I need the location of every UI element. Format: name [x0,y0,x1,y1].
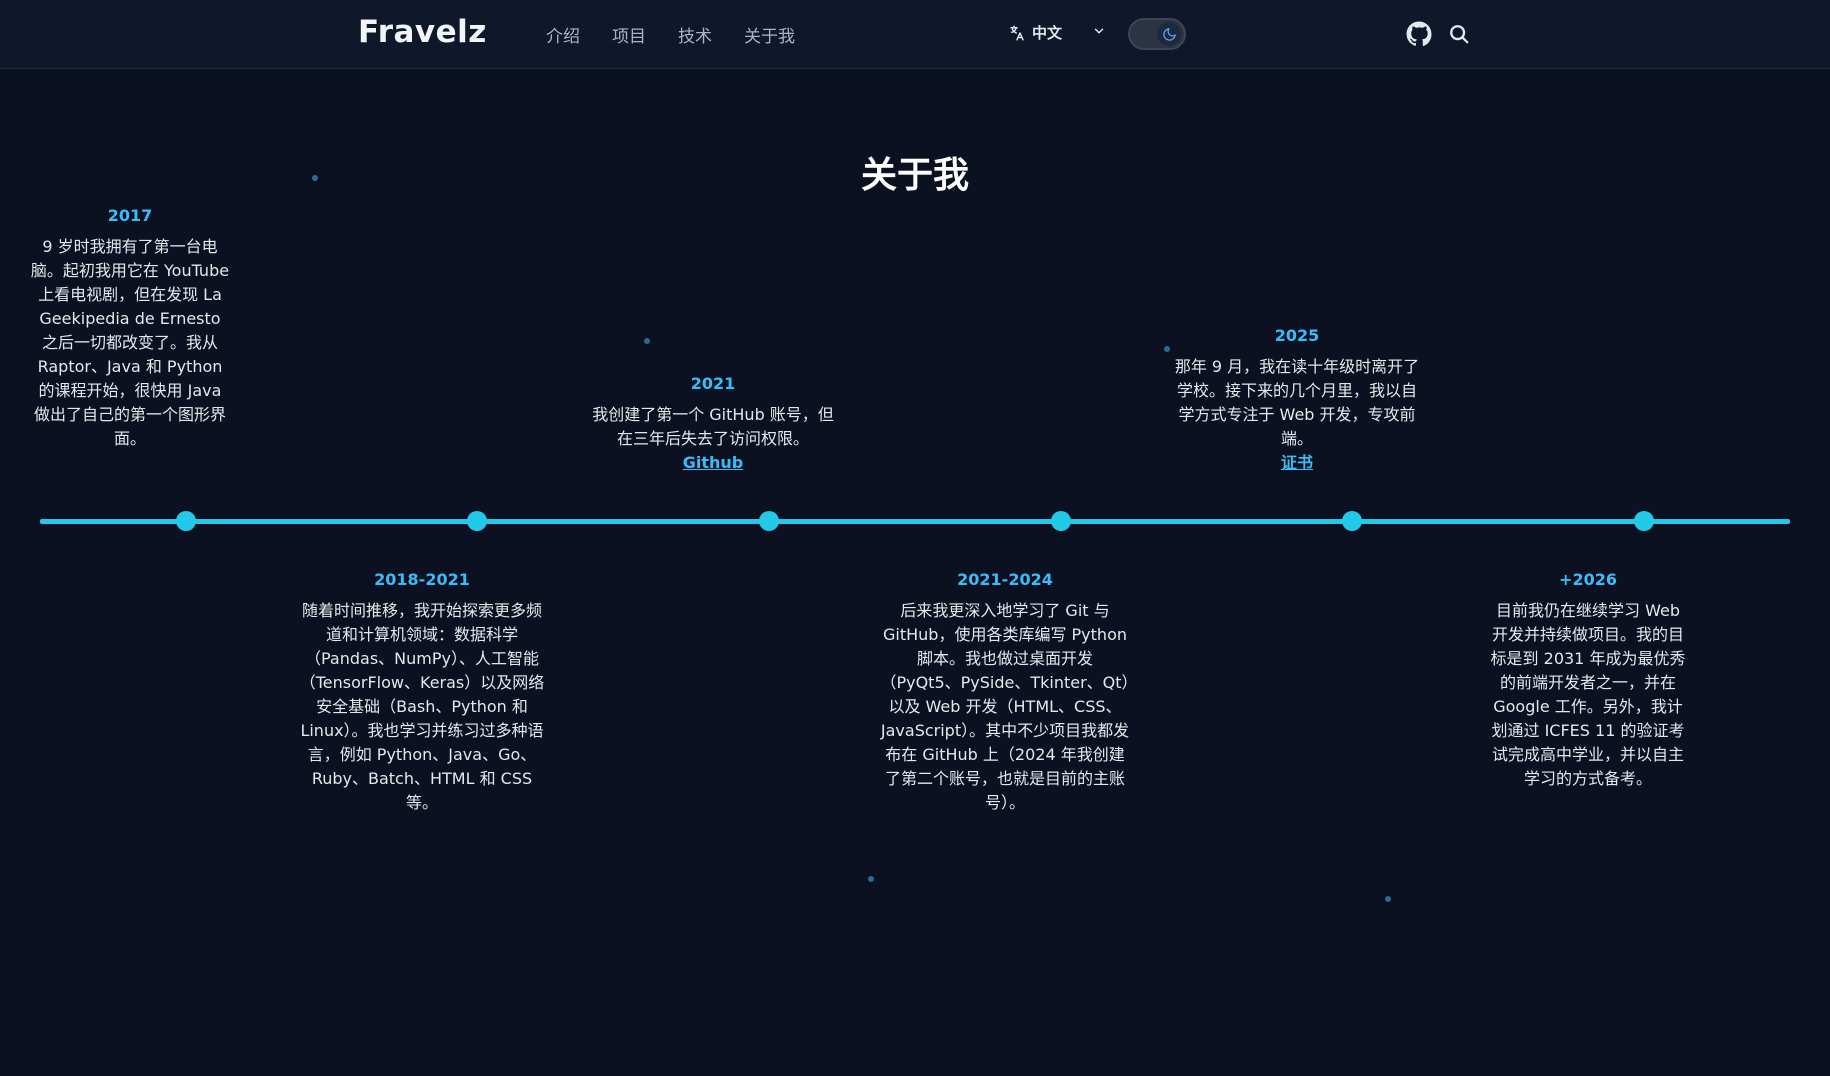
timeline-event-2021-2024: 2021-2024 后来我更深入地学习了 Git 与 GitHub，使用各类库编… [880,570,1130,815]
decorative-dot [868,876,874,882]
theme-toggle[interactable] [1128,18,1186,50]
github-icon[interactable] [1406,21,1432,47]
nav-link-about[interactable]: 关于我 [744,27,795,47]
toggle-knob [1157,22,1181,46]
event-year: 2018-2021 [374,570,470,589]
certificate-link[interactable]: 证书 [1280,453,1313,472]
event-text: 那年 9 月，我在读十年级时离开了学校。接下来的几个月里，我以自学方式专注于 W… [1174,357,1420,448]
brand-logo[interactable]: Fravelz [358,14,487,50]
timeline-node-2026[interactable] [1634,511,1654,531]
event-year: 2021-2024 [957,570,1053,589]
event-year: 2017 [107,206,153,225]
translate-icon [1010,25,1024,40]
nav-link-tech[interactable]: 技术 [678,27,712,47]
timeline-event-2026: +2026 目前我仍在继续学习 Web 开发并持续做项目。我的目标是到 2031… [1488,570,1688,791]
language-selector[interactable]: 中文 [1008,22,1062,43]
event-year: 2021 [690,374,736,393]
decorative-dot [312,175,318,181]
navbar: Fravelz 介绍 项目 技术 关于我 中文 [0,0,1830,69]
event-text: 9 岁时我拥有了第一台电脑。起初我用它在 YouTube 上看电视剧，但在发现 … [30,237,230,448]
nav-link-projects[interactable]: 项目 [612,27,646,47]
language-label: 中文 [1032,24,1063,42]
timeline-event-2021: 2021 我创建了第一个 GitHub 账号，但在三年后失去了访问权限。 Git… [588,374,838,475]
decorative-dot [644,338,650,344]
timeline-event-2025: 2025 那年 9 月，我在读十年级时离开了学校。接下来的几个月里，我以自学方式… [1172,326,1422,475]
event-text: 随着时间推移，我开始探索更多频道和计算机领域：数据科学（Pandas、NumPy… [299,601,545,812]
timeline-node-2018-2021[interactable] [467,511,487,531]
event-text: 我创建了第一个 GitHub 账号，但在三年后失去了访问权限。 [592,405,834,448]
timeline-node-2025[interactable] [1342,511,1362,531]
timeline-node-2021[interactable] [759,511,779,531]
github-link[interactable]: Github [682,453,744,472]
chevron-down-icon[interactable] [1092,24,1106,38]
decorative-dot [1164,346,1170,352]
timeline-event-2018-2021: 2018-2021 随着时间推移，我开始探索更多频道和计算机领域：数据科学（Pa… [297,570,547,815]
event-year: 2025 [1274,326,1320,345]
event-text: 后来我更深入地学习了 Git 与 GitHub，使用各类库编写 Python 脚… [880,601,1130,812]
timeline-node-2021-2024[interactable] [1051,511,1071,531]
timeline-node-2017[interactable] [176,511,196,531]
nav-link-intro[interactable]: 介绍 [546,27,580,47]
moon-icon [1162,27,1176,41]
nav-links: 介绍 项目 技术 关于我 [546,22,795,47]
event-text: 目前我仍在继续学习 Web 开发并持续做项目。我的目标是到 2031 年成为最优… [1490,601,1686,788]
event-year: +2026 [1559,570,1617,589]
timeline-line [40,519,1790,524]
search-icon[interactable] [1448,23,1470,45]
page-title: 关于我 [860,155,969,196]
decorative-dot [1385,896,1391,902]
timeline-event-2017: 2017 9 岁时我拥有了第一台电脑。起初我用它在 YouTube 上看电视剧，… [30,206,230,451]
